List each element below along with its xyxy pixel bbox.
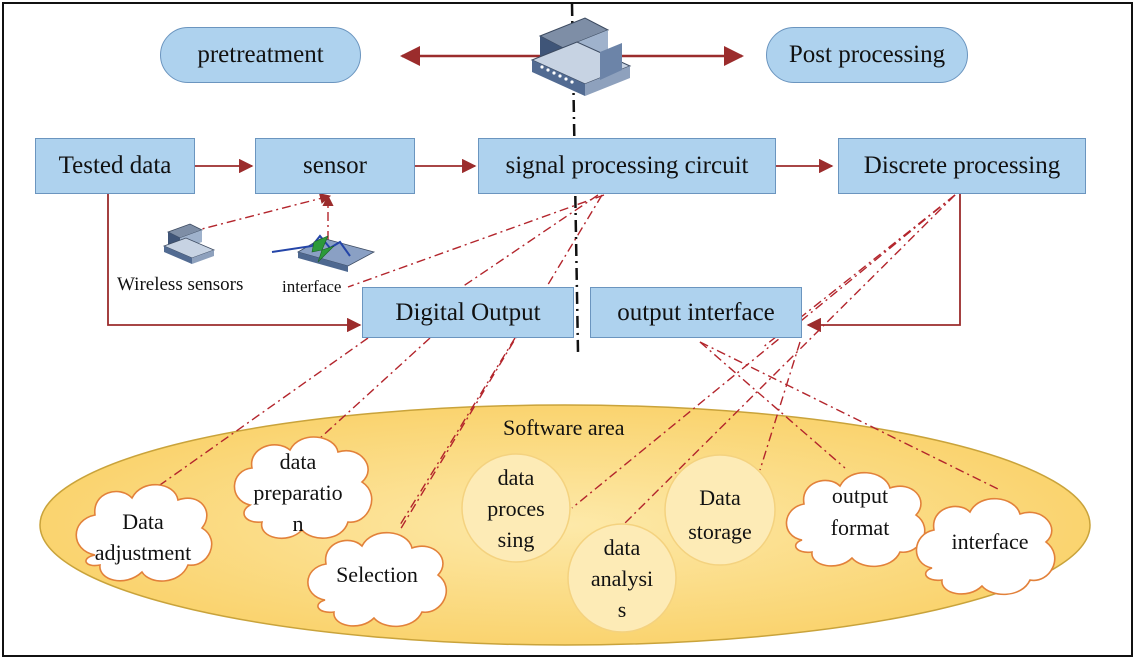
- cloud-selection: [307, 531, 448, 628]
- link-digital-to-adjustment: [149, 337, 369, 493]
- signal-processing-box: signal processing circuit: [478, 138, 776, 194]
- cloud-data-adjustment: [75, 483, 213, 582]
- pretreatment-pill: pretreatment: [160, 27, 361, 83]
- post-processing-pill: Post processing: [766, 27, 968, 83]
- wireless-sensors-label: Wireless sensors: [117, 274, 244, 295]
- cloud-output-format: [785, 471, 926, 568]
- link-signal-to-digital-b: [347, 194, 605, 288]
- arrow-discrete-to-output: [806, 194, 961, 333]
- cloud-selection-label: Selection: [336, 562, 418, 587]
- circle-data-storage: [664, 454, 776, 566]
- arrow-tested-to-digital: [107, 194, 362, 333]
- network-switch-icon: [162, 223, 216, 264]
- discrete-processing-box: Discrete processing: [838, 138, 1086, 194]
- link-signal-to-digital: [461, 194, 599, 288]
- link-signal-to-selection: [399, 194, 603, 531]
- circle-data-processing: [461, 453, 571, 563]
- cloud-interface: [915, 497, 1056, 596]
- circle-data-analysis: [567, 523, 677, 633]
- server-icon: [530, 17, 632, 96]
- link-digital-to-preparation: [317, 337, 431, 441]
- link-digital-to-selection: [399, 337, 516, 526]
- link-output-to-format: [699, 341, 846, 469]
- interface-small-label: interface: [282, 277, 342, 296]
- output-interface-box: output interface: [590, 287, 802, 338]
- tested-data-box: Tested data: [35, 138, 195, 194]
- cloud-data-preparation: [233, 436, 373, 539]
- link-discrete-to-processing: [571, 194, 956, 509]
- link-discrete-to-output: [761, 194, 956, 349]
- sensor-box: sensor: [255, 138, 415, 194]
- link-wireless-to-sensor: [189, 193, 332, 233]
- link-discrete-to-analysis: [621, 194, 956, 527]
- software-area-label: Software area: [503, 415, 625, 440]
- cloud-interface-label: interface: [951, 529, 1029, 554]
- link-output-to-storage: [759, 341, 801, 471]
- digital-output-box: Digital Output: [362, 287, 574, 338]
- lightning-interface-icon: [271, 234, 376, 272]
